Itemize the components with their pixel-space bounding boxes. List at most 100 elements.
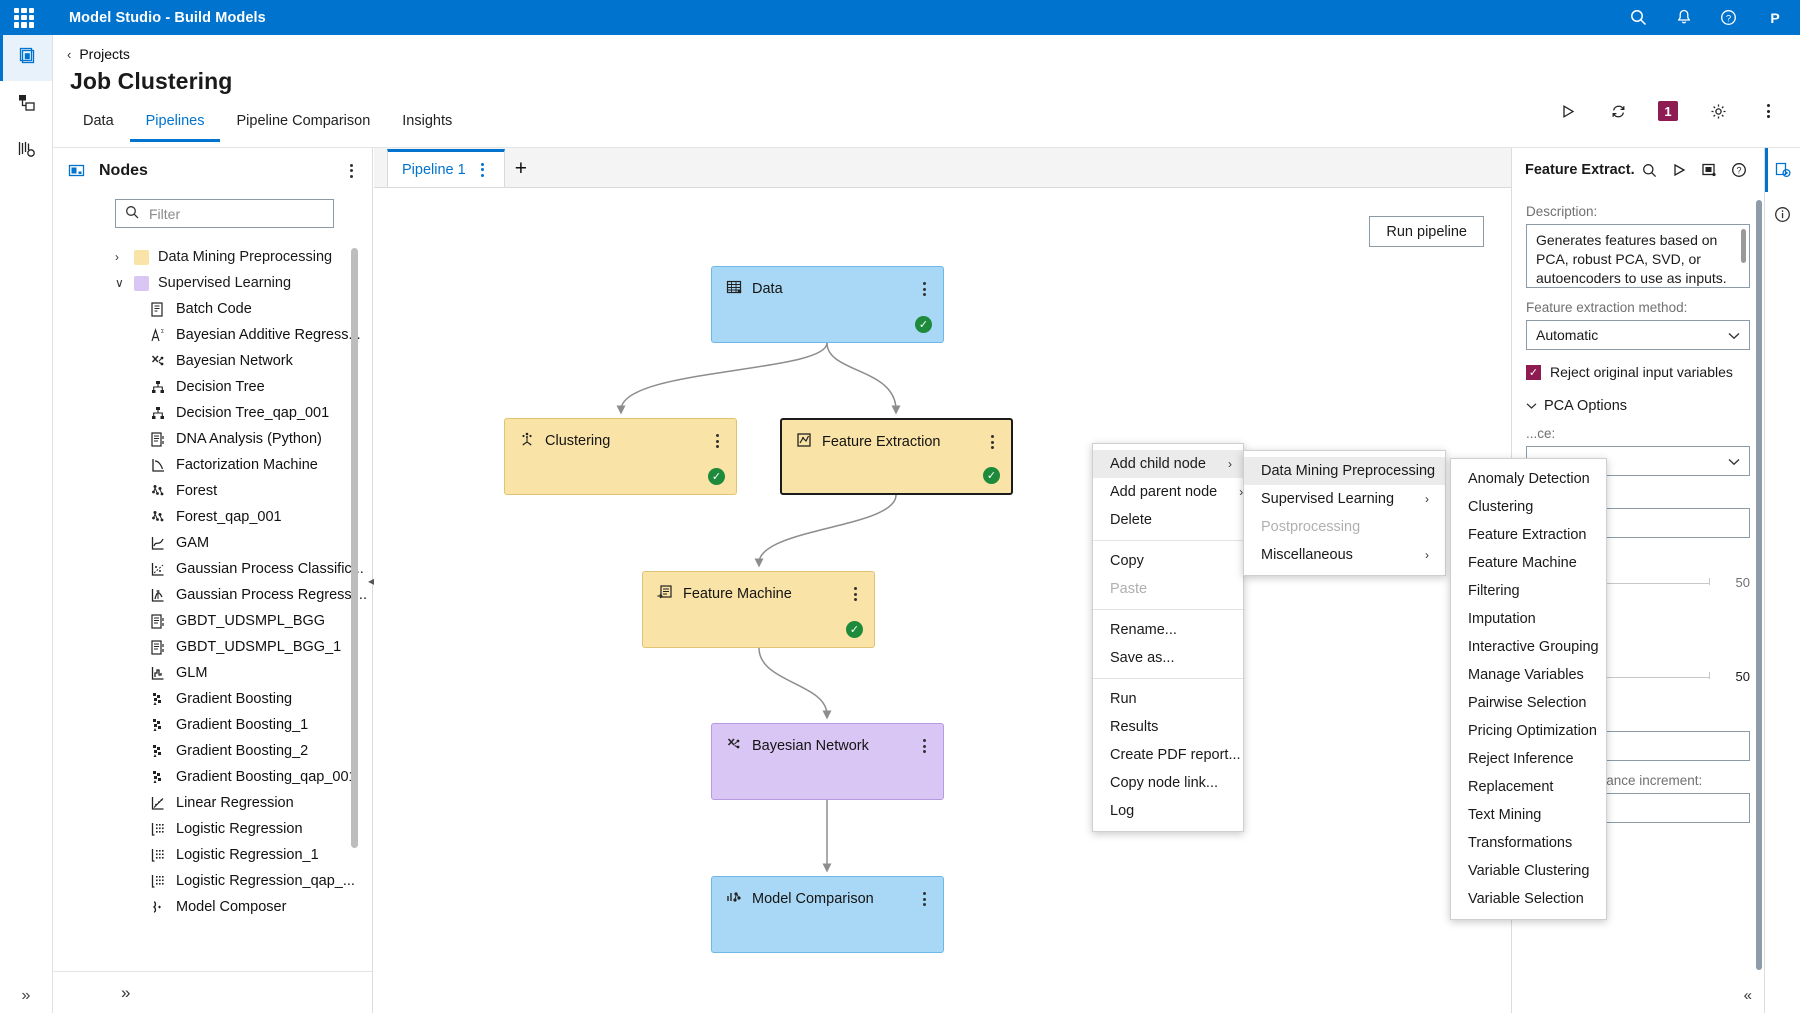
menu-item[interactable]: Pairwise Selection xyxy=(1451,689,1606,717)
search-input[interactable] xyxy=(147,204,332,223)
menu-item[interactable]: Text Mining xyxy=(1451,801,1606,829)
refresh-icon[interactable] xyxy=(1608,101,1628,121)
node-list-item[interactable]: Logistic Regression_qap_... xyxy=(53,868,372,894)
node-list-item[interactable]: GAM xyxy=(53,530,372,556)
menu-item[interactable]: Feature Extraction xyxy=(1451,521,1606,549)
node-list-item[interactable]: GBDT_UDSMPL_BGG xyxy=(53,608,372,634)
checkbox-checked-icon[interactable]: ✓ xyxy=(1526,364,1541,380)
pipeline-node-feature-extraction[interactable]: Feature Extraction✓ xyxy=(780,418,1013,495)
pipeline-node-options-icon[interactable] xyxy=(917,282,931,296)
group-data-mining-preprocessing[interactable]: › Data Mining Preprocessing xyxy=(53,244,372,270)
node-list-item[interactable]: Decision Tree xyxy=(53,374,372,400)
menu-item[interactable]: Rename... xyxy=(1093,616,1243,644)
results-icon[interactable] xyxy=(1694,162,1724,178)
menu-item[interactable]: Add child node› xyxy=(1093,450,1243,478)
node-list-item[interactable]: Model Composer xyxy=(53,894,372,920)
node-list-item[interactable]: Gradient Boosting_1 xyxy=(53,712,372,738)
menu-item[interactable]: Results xyxy=(1093,713,1243,741)
menu-item[interactable]: Variable Selection xyxy=(1451,885,1606,913)
pipeline-tab-1[interactable]: Pipeline 1 xyxy=(387,149,505,187)
run-node-icon[interactable] xyxy=(1664,163,1694,177)
pipeline-node-options-icon[interactable] xyxy=(917,892,931,906)
node-list-item[interactable]: Logistic Regression xyxy=(53,816,372,842)
pipeline-node-data[interactable]: Data✓ xyxy=(711,266,944,343)
help-question-icon[interactable]: ? xyxy=(1724,162,1754,178)
menu-item[interactable]: Interactive Grouping xyxy=(1451,633,1606,661)
tab-pipeline-comparison[interactable]: Pipeline Comparison xyxy=(236,113,371,129)
menu-item[interactable]: Variable Clustering xyxy=(1451,857,1606,885)
settings-gear-icon[interactable] xyxy=(1708,101,1728,121)
help-question-icon[interactable]: ? xyxy=(1719,8,1738,27)
menu-item[interactable]: Copy node link... xyxy=(1093,769,1243,797)
node-list-item[interactable]: Gaussian Process Classific... xyxy=(53,556,372,582)
nodes-scrollbar[interactable] xyxy=(351,248,358,848)
panel-options-icon[interactable] xyxy=(344,163,358,178)
collapse-nodes-panel-handle[interactable]: ◂ xyxy=(367,574,375,588)
pipeline-node-options-icon[interactable] xyxy=(848,587,862,601)
sidebar-item-exchange[interactable] xyxy=(0,127,52,173)
menu-item[interactable]: Save as... xyxy=(1093,644,1243,672)
breadcrumb[interactable]: ‹ Projects xyxy=(53,35,130,62)
node-panel-icon[interactable] xyxy=(53,161,99,180)
group-supervised-learning[interactable]: ∨ Supervised Learning xyxy=(53,270,372,296)
menu-item[interactable]: Create PDF report... xyxy=(1093,741,1243,769)
menu-item[interactable]: Pricing Optimization xyxy=(1451,717,1606,745)
menu-item[interactable]: Filtering xyxy=(1451,577,1606,605)
run-icon[interactable] xyxy=(1558,101,1578,121)
menu-item[interactable]: Transformations xyxy=(1451,829,1606,857)
menu-item[interactable]: Supervised Learning› xyxy=(1244,485,1445,513)
properties-scrollbar[interactable] xyxy=(1756,200,1762,970)
tab-data[interactable]: Data xyxy=(83,113,114,129)
menu-item[interactable]: Delete xyxy=(1093,506,1243,534)
menu-item[interactable]: Miscellaneous› xyxy=(1244,541,1445,569)
menu-item[interactable]: Replacement xyxy=(1451,773,1606,801)
node-list-item[interactable]: Bayesian Network xyxy=(53,348,372,374)
avatar[interactable]: P xyxy=(1764,6,1786,29)
add-pipeline-button[interactable]: + xyxy=(514,157,527,180)
menu-item[interactable]: Manage Variables xyxy=(1451,661,1606,689)
tab-insights[interactable]: Insights xyxy=(402,113,453,129)
menu-item[interactable]: Feature Machine xyxy=(1451,549,1606,577)
node-list-item[interactable]: Gaussian Process Regressi... xyxy=(53,582,372,608)
menu-item[interactable]: Copy xyxy=(1093,547,1243,575)
menu-item[interactable]: Log xyxy=(1093,797,1243,825)
node-properties-icon[interactable] xyxy=(1765,148,1800,192)
canvas-area[interactable]: Run pipeline Data✓Clustering✓Feature Ext… xyxy=(374,188,1511,1013)
node-list-item[interactable]: Logistic Regression_1 xyxy=(53,842,372,868)
menu-item[interactable]: Imputation xyxy=(1451,605,1606,633)
method-select[interactable]: Automatic xyxy=(1526,320,1750,350)
pipeline-node-options-icon[interactable] xyxy=(985,435,999,449)
pipeline-node-options-icon[interactable] xyxy=(710,434,724,448)
pca-options-section[interactable]: PCA Options xyxy=(1526,398,1750,414)
node-list-item[interactable]: Gradient Boosting_2 xyxy=(53,738,372,764)
app-grid-icon[interactable] xyxy=(14,7,34,28)
notifications-count[interactable]: 1 xyxy=(1658,101,1678,121)
menu-item[interactable]: Data Mining Preprocessing› xyxy=(1244,457,1461,485)
filter-box[interactable] xyxy=(115,199,334,228)
expand-rail-button[interactable]: » xyxy=(21,987,31,1004)
pipeline-node-bayesian-network[interactable]: Bayesian Network xyxy=(711,723,944,800)
pipeline-node-options-icon[interactable] xyxy=(917,739,931,753)
expand-panel-button[interactable]: » xyxy=(53,971,372,1013)
node-list-item[interactable]: Forest_qap_001 xyxy=(53,504,372,530)
node-list-item[interactable]: Factorization Machine xyxy=(53,452,372,478)
menu-item[interactable]: Clustering xyxy=(1451,493,1606,521)
node-list-item[interactable]: GLM xyxy=(53,660,372,686)
menu-item[interactable]: Reject Inference xyxy=(1451,745,1606,773)
description-textarea[interactable]: Generates features based on PCA, robust … xyxy=(1526,224,1750,288)
sidebar-item-projects[interactable] xyxy=(0,35,52,81)
reject-original-input-variables-row[interactable]: ✓ Reject original input variables xyxy=(1526,364,1750,380)
node-list-item[interactable]: Forest xyxy=(53,478,372,504)
node-list-item[interactable]: Batch Code xyxy=(53,296,372,322)
more-options-icon[interactable] xyxy=(1758,101,1778,121)
pipeline-node-model-comparison[interactable]: Model Comparison xyxy=(711,876,944,953)
search-icon[interactable] xyxy=(1634,163,1664,178)
node-list-item[interactable]: Linear Regression xyxy=(53,790,372,816)
pipeline-node-clustering[interactable]: Clustering✓ xyxy=(504,418,737,495)
search-icon[interactable] xyxy=(1629,8,1648,27)
slider-2[interactable]: 50 xyxy=(1526,669,1750,699)
node-list-item[interactable]: Gradient Boosting xyxy=(53,686,372,712)
collapse-properties-button[interactable]: « xyxy=(1512,977,1764,1013)
description-scrollbar[interactable] xyxy=(1741,229,1746,263)
